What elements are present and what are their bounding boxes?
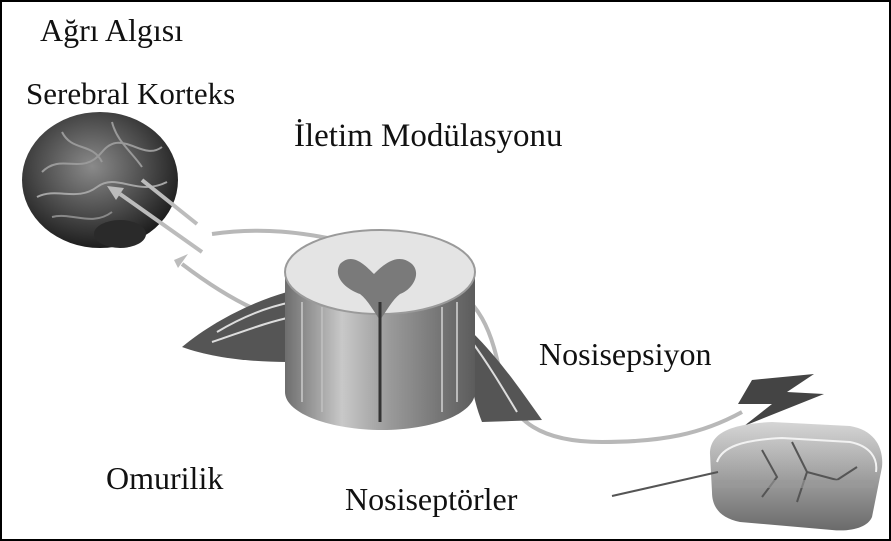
label-nociceptors: Nosiseptörler (345, 483, 517, 515)
label-cortex: Serebral Korteks (26, 78, 235, 109)
brain-icon (22, 112, 178, 248)
label-spinal-cord: Omurilik (106, 462, 223, 494)
label-modulation: İletim Modülasyonu (294, 120, 563, 153)
label-nociception: Nosisepsiyon (539, 338, 711, 370)
nociceptor-pointer (612, 472, 718, 496)
spinal-cord-icon (285, 230, 475, 430)
skin-tissue-icon (710, 422, 882, 530)
diagram-title: Ağrı Algısı (40, 14, 183, 46)
lightning-bolt-icon (738, 374, 824, 426)
